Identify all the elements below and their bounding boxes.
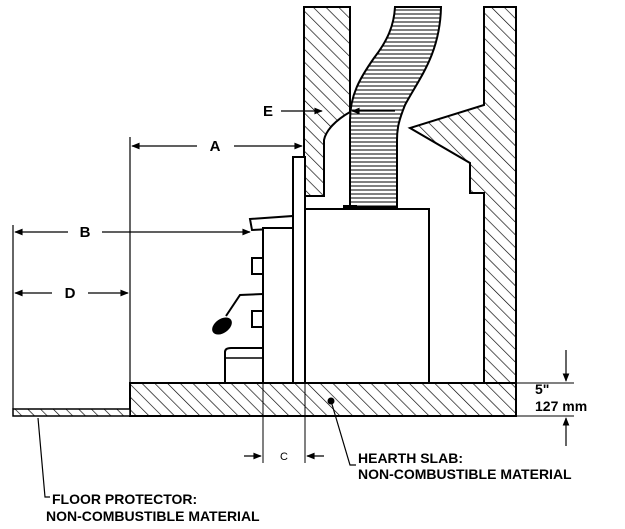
fireplace-front-wall <box>303 6 351 197</box>
label-hearth-slab-title: HEARTH SLAB: <box>358 450 463 466</box>
hearth-slab-leader <box>330 400 356 466</box>
label-floor-protector-material: NON-COMBUSTIBLE MATERIAL <box>46 508 260 524</box>
label-dimension-e: E <box>263 103 273 120</box>
label-hearth-height-in: 5" <box>535 381 549 397</box>
chimney-liner <box>349 6 443 208</box>
surround-panel <box>292 156 306 384</box>
stove-hinge-upper <box>251 257 264 275</box>
door-handle <box>225 293 264 317</box>
label-dimension-c: C <box>280 451 288 463</box>
label-hearth-height-mm: 127 mm <box>535 398 587 414</box>
floor-protector <box>12 408 131 417</box>
fireplace-rear-wall <box>407 6 517 384</box>
label-hearth-slab-material: NON-COMBUSTIBLE MATERIAL <box>358 466 572 482</box>
label-floor-protector-title: FLOOR PROTECTOR: <box>52 491 197 507</box>
label-dimension-a: A <box>210 138 221 155</box>
door-handle-knob <box>212 317 232 335</box>
stove-hinge-lower <box>251 310 264 328</box>
hearth-slab <box>129 382 517 417</box>
label-dimension-d: D <box>65 285 76 302</box>
insert-body <box>304 208 430 384</box>
floor-protector-leader <box>37 417 50 498</box>
stove-door <box>262 227 294 384</box>
ash-pan <box>224 347 264 384</box>
flue-collar <box>343 205 357 210</box>
label-dimension-b: B <box>80 224 91 241</box>
